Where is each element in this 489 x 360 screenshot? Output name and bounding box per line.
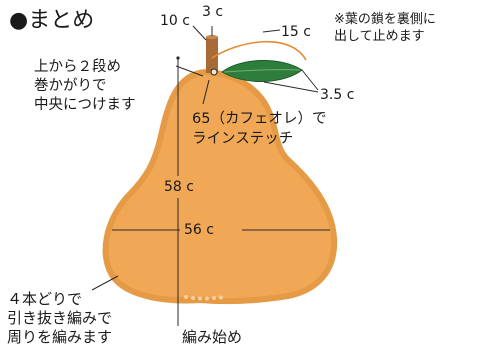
bullet-icon: ● — [9, 8, 29, 33]
note-bottom-left: ４本どりで 引き抜き編みで 周りを編みます — [7, 290, 113, 346]
title-text: まとめ — [28, 8, 95, 33]
dim-3-5c: 3.5 c — [320, 87, 355, 103]
leaf-chain — [211, 40, 307, 61]
dim-3c: 3 c — [202, 4, 224, 20]
note-start: 編み始め — [182, 328, 243, 346]
note-top-rows: 上から２段め 巻かがりで 中央につけます — [34, 59, 136, 113]
note-leaf-chain: ※葉の鎖を裏側に 出して止めます — [334, 12, 436, 44]
dim-10c: 10 c — [160, 13, 190, 29]
note-line-stitch: 65（カフェオレ）で ラインステッチ — [192, 111, 327, 147]
page-title: ●まとめ — [9, 8, 94, 34]
dim-56c: 56 c — [184, 222, 214, 238]
dim-15c: 15 c — [281, 24, 311, 40]
start-dots — [184, 295, 223, 301]
dim-58c: 58 c — [164, 179, 194, 195]
stem — [206, 37, 218, 73]
pear-body — [102, 68, 338, 305]
